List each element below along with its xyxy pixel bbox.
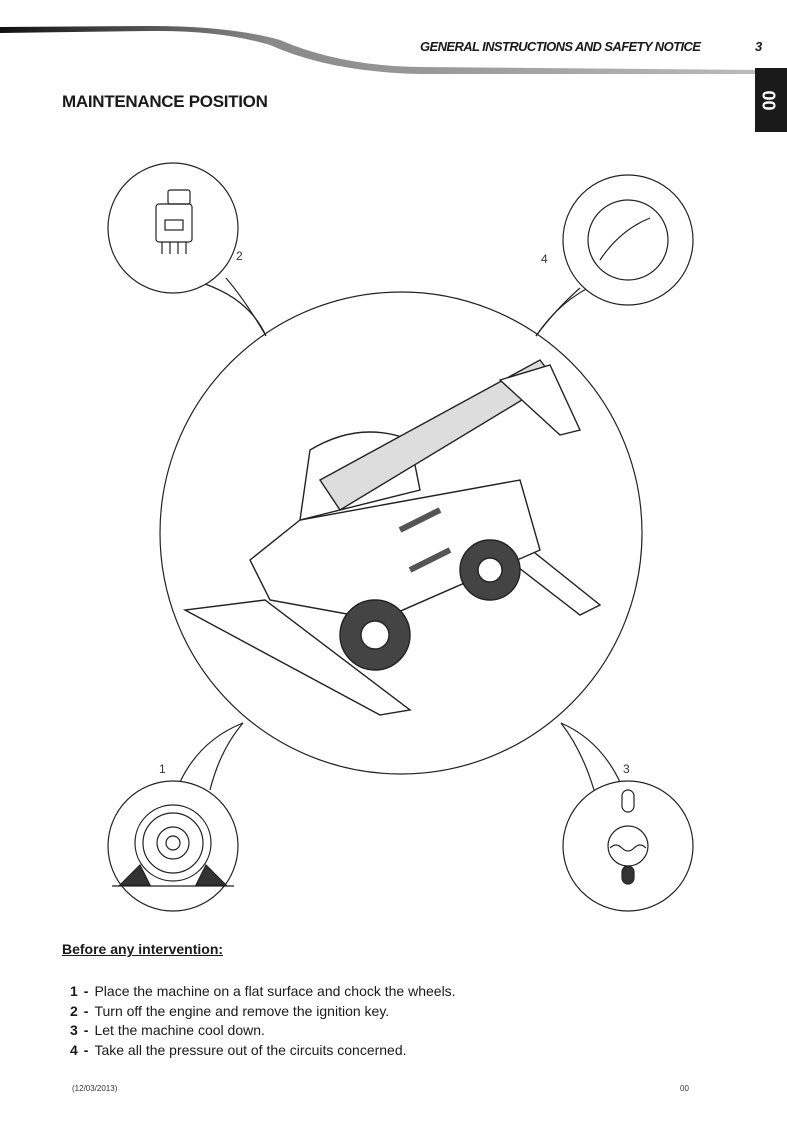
chapter-tab: 00 <box>755 68 787 132</box>
step-number: 2 <box>70 1002 78 1019</box>
steps-list: 1-Place the machine on a flat surface an… <box>70 982 456 1060</box>
ignition-key-callout <box>107 162 239 294</box>
callout-number-1: 1 <box>159 762 166 776</box>
maintenance-figure: 2 4 1 3 <box>107 162 694 912</box>
step-text: Turn off the engine and remove the ignit… <box>94 1002 390 1019</box>
step-text: Let the machine cool down. <box>94 1022 265 1038</box>
step-number: 1 <box>70 983 78 999</box>
footer-date: (12/03/2013) <box>72 1084 118 1093</box>
gauge-icon <box>587 199 669 281</box>
step-item: 4-Take all the pressure out of the circu… <box>70 1041 456 1061</box>
chapter-tab-label: 00 <box>758 90 779 111</box>
callout-number-2: 2 <box>236 249 243 263</box>
page-title: MAINTENANCE POSITION <box>62 92 268 111</box>
step-separator: - <box>83 1022 89 1038</box>
ignition-switch-icon <box>155 189 193 254</box>
step-number: 3 <box>70 1022 78 1038</box>
callout-number-4: 4 <box>541 252 548 266</box>
step-separator: - <box>83 983 89 999</box>
callout-number-3: 3 <box>623 762 630 776</box>
callout-tail-1 <box>179 722 244 783</box>
step-text: Take all the pressure out of the circuit… <box>94 1041 407 1058</box>
before-intervention-heading: Before any intervention: <box>62 941 224 957</box>
step-item: 2-Turn off the engine and remove the ign… <box>70 1002 456 1022</box>
step-number: 4 <box>70 1041 78 1058</box>
footer-code: 00 <box>680 1084 689 1093</box>
callout-tail-3 <box>560 722 621 783</box>
step-text: Place the machine on a flat surface and … <box>94 983 456 999</box>
step-separator: - <box>83 1041 89 1058</box>
telehandler-drawing <box>182 359 602 716</box>
wheel-chock-callout <box>107 780 239 912</box>
header-swoosh <box>0 26 760 74</box>
header-page-number: 3 <box>755 39 763 54</box>
step-item: 3-Let the machine cool down. <box>70 1021 456 1041</box>
header-section-title: GENERAL INSTRUCTIONS AND SAFETY NOTICE <box>420 39 701 54</box>
callout-tail-2 <box>204 283 267 337</box>
step-item: 1-Place the machine on a flat surface an… <box>70 982 456 1002</box>
wheel-chock-icon <box>112 804 234 887</box>
pressure-gauge-callout <box>562 174 694 306</box>
step-separator: - <box>83 1002 89 1019</box>
temperature-icon <box>607 789 649 885</box>
